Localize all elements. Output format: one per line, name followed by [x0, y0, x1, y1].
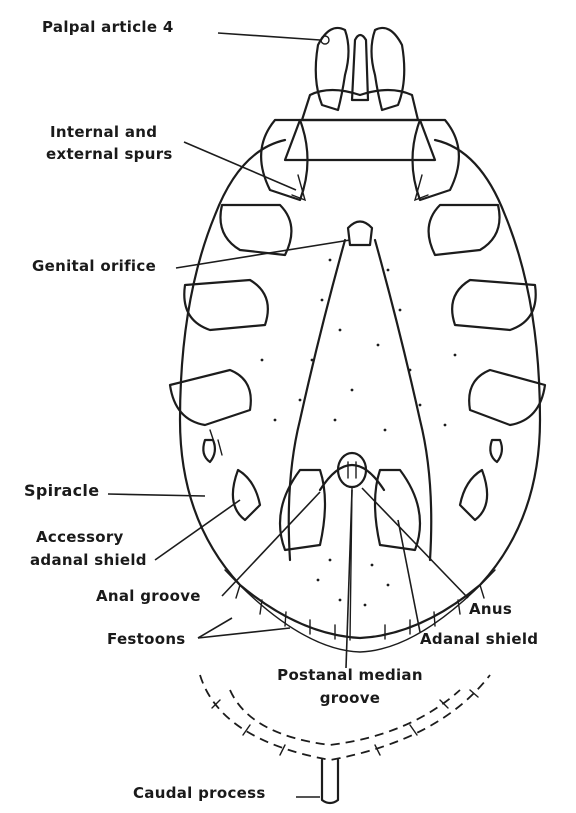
adanal-shield-right: [375, 470, 420, 550]
label-festoons: Festoons: [107, 630, 186, 649]
caudal-process: [322, 760, 338, 803]
genital-orifice: [348, 222, 372, 246]
label-spiracle: Spiracle: [24, 481, 99, 500]
label-spurs-line2: external spurs: [46, 145, 173, 164]
label-accessory-line1: Accessory: [36, 528, 124, 547]
genital-groove-left: [289, 240, 345, 560]
spiracle-right: [490, 440, 502, 462]
accessory-adanal-shield-left: [233, 470, 260, 520]
accessory-adanal-shield-right: [460, 470, 487, 520]
label-adanal-shield: Adanal shield: [420, 630, 538, 649]
mouthparts: [302, 28, 418, 120]
label-postanal-line2: groove: [250, 689, 450, 708]
label-postanal-line1: Postanal median: [250, 666, 450, 685]
label-anus: Anus: [469, 600, 512, 619]
label-accessory-line2: adanal shield: [30, 551, 147, 570]
coxae-right: [413, 120, 546, 425]
label-anal-groove: Anal groove: [96, 587, 201, 606]
body-outline: [180, 140, 540, 638]
label-genital-orifice: Genital orifice: [32, 257, 156, 276]
label-palpal-article: Palpal article 4: [42, 18, 174, 37]
label-spurs-line1: Internal and: [50, 123, 157, 142]
spiracle-left: [203, 440, 215, 462]
caudal-extension: [200, 675, 490, 760]
anus: [338, 453, 366, 487]
label-caudal-process: Caudal process: [133, 784, 266, 803]
genital-groove-right: [375, 240, 431, 560]
